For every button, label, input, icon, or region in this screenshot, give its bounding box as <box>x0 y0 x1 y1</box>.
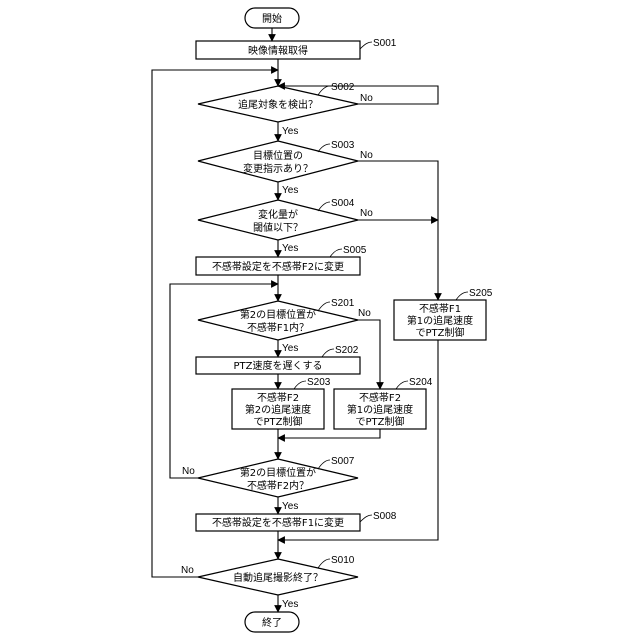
s004-no-label: No <box>360 208 373 219</box>
edge-s201-no <box>358 320 380 389</box>
leader-s205 <box>456 292 468 300</box>
step-s007-text-1: 第2の目標位置が <box>240 466 316 479</box>
step-s201-label: S201 <box>331 298 355 309</box>
step-s007-label: S007 <box>331 456 355 467</box>
leader-s004 <box>318 202 330 211</box>
step-s003-label: S003 <box>331 140 355 151</box>
step-s005-label: S005 <box>343 245 367 256</box>
start-text: 開始 <box>262 12 282 25</box>
step-s203-text-3: でPTZ制御 <box>254 415 303 428</box>
step-s204-text-3: でPTZ制御 <box>356 415 405 428</box>
step-s201-text-2: 不感帯F1内？ <box>247 321 309 334</box>
leader-s001 <box>360 42 372 49</box>
leader-s008 <box>360 515 372 522</box>
s003-yes-label: Yes <box>282 185 298 196</box>
step-s201-text-1: 第2の目標位置が <box>240 308 316 321</box>
s003-no-label: No <box>360 150 373 161</box>
step-s005-text: 不感帯設定を不感帯F2に変更 <box>212 260 344 273</box>
step-s205-label: S205 <box>469 288 493 299</box>
step-s204-text-1: 不感帯F2 <box>359 391 401 404</box>
s010-no-label: No <box>181 565 194 576</box>
step-s203-text-2: 第2の追尾速度 <box>245 403 311 416</box>
step-s002-label: S002 <box>331 82 355 93</box>
leader-s007 <box>318 460 330 469</box>
step-s010-text: 自動追尾撮影終了？ <box>233 571 323 584</box>
leader-s005 <box>330 249 342 257</box>
step-s002-text: 追尾対象を検出？ <box>238 98 318 111</box>
step-s205-text-3: でPTZ制御 <box>416 326 465 339</box>
step-s004-label: S004 <box>331 198 355 209</box>
leader-s002 <box>318 86 330 95</box>
edge-s204-join <box>278 429 380 438</box>
s201-no-label: No <box>358 308 371 319</box>
step-s001-label: S001 <box>373 38 397 49</box>
end-text: 終了 <box>262 616 282 629</box>
leader-s204 <box>396 381 408 389</box>
s201-yes-label: Yes <box>282 343 298 354</box>
edge-s003-no <box>358 161 438 300</box>
step-s205-text-1: 不感帯F1 <box>419 302 461 315</box>
step-s007-text-2: 不感帯F2内？ <box>247 479 309 492</box>
step-s204-label: S204 <box>409 377 433 388</box>
s007-yes-label: Yes <box>282 501 298 512</box>
step-s203-text-1: 不感帯F2 <box>257 391 299 404</box>
leader-s203 <box>294 381 306 389</box>
s002-yes-label: Yes <box>282 126 298 137</box>
step-s008-text: 不感帯設定を不感帯F1に変更 <box>212 516 344 529</box>
step-s008-label: S008 <box>373 511 397 522</box>
leader-s202 <box>322 349 334 357</box>
step-s202-label: S202 <box>335 345 359 356</box>
step-s010-label: S010 <box>331 555 355 566</box>
s010-yes-label: Yes <box>282 599 298 610</box>
step-s004-text-1: 変化量が <box>258 208 298 221</box>
step-s204-text-2: 第1の追尾速度 <box>347 403 413 416</box>
s004-yes-label: Yes <box>282 243 298 254</box>
leader-s003 <box>318 144 330 152</box>
step-s205-text-2: 第1の追尾速度 <box>407 314 473 327</box>
leader-s010 <box>318 559 330 568</box>
step-s202-text: PTZ速度を遅くする <box>234 359 323 372</box>
leader-s201 <box>318 302 330 311</box>
step-s203-label: S203 <box>307 377 331 388</box>
step-s001-text: 映像情報取得 <box>248 44 308 57</box>
step-s003-text-1: 目標位置の <box>253 149 303 162</box>
s007-no-label: No <box>182 466 195 477</box>
step-s003-text-2: 変更指示あり？ <box>243 162 313 175</box>
step-s004-text-2: 閾値以下？ <box>253 221 303 234</box>
s002-no-label: No <box>360 93 373 104</box>
